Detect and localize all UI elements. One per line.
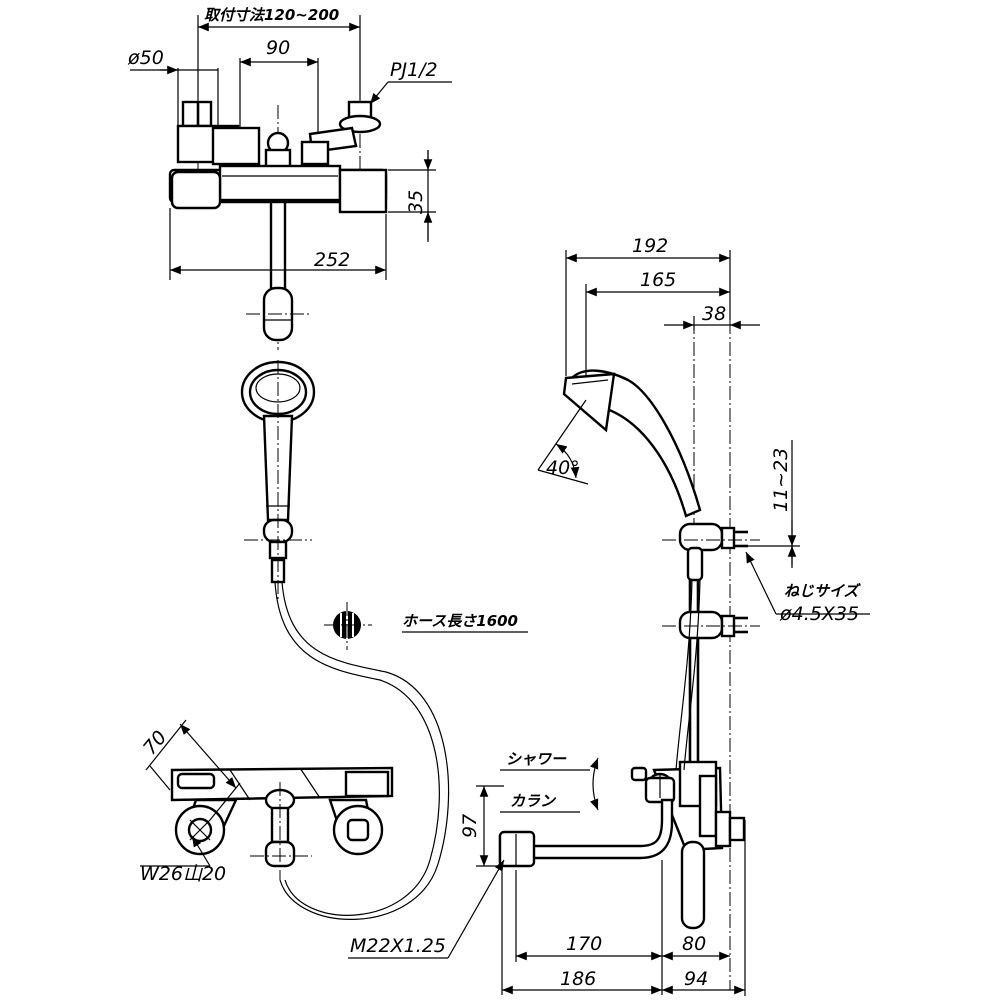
dim-97: 97 xyxy=(459,814,481,838)
label-hose-length: ホース長さ1600 xyxy=(402,612,518,630)
dim-186: 186 xyxy=(560,968,596,990)
dim-pj: PJ1/2 xyxy=(390,59,438,81)
label-shower: シャワー xyxy=(506,750,567,768)
plan-view: 70 W26山20 xyxy=(139,719,394,885)
label-w26: W26山20 xyxy=(140,863,226,885)
dim-252: 252 xyxy=(314,249,350,271)
front-view: 取付寸法120~200 90 ø50 PJ1/2 35 252 xyxy=(127,6,452,350)
dim-94: 94 xyxy=(684,968,708,990)
label-karan: カラン xyxy=(510,792,557,810)
dim-dia-50: ø50 xyxy=(127,47,164,69)
dim-90: 90 xyxy=(266,37,290,59)
dim-170: 170 xyxy=(566,933,602,955)
dim-192: 192 xyxy=(632,235,668,257)
label-screw-size: ねじサイズ xyxy=(784,582,862,600)
hose-cross-section: ホース長さ1600 xyxy=(324,602,528,650)
dim-70: 70 xyxy=(139,727,171,760)
dim-80: 80 xyxy=(682,933,706,955)
label-m22: M22X1.25 xyxy=(350,935,446,957)
hand-shower-front xyxy=(240,360,316,600)
dim-35: 35 xyxy=(405,190,427,214)
dim-11-23: 11~23 xyxy=(770,448,792,512)
dim-screw-size: ø4.5X35 xyxy=(779,603,859,625)
dim-mount-range: 取付寸法120~200 xyxy=(204,6,339,24)
dim-165: 165 xyxy=(640,269,676,291)
side-view: 40° シャワー カラン xyxy=(348,235,870,996)
dim-angle-40: 40° xyxy=(546,457,580,479)
hose xyxy=(274,581,450,920)
dim-38: 38 xyxy=(702,303,726,325)
